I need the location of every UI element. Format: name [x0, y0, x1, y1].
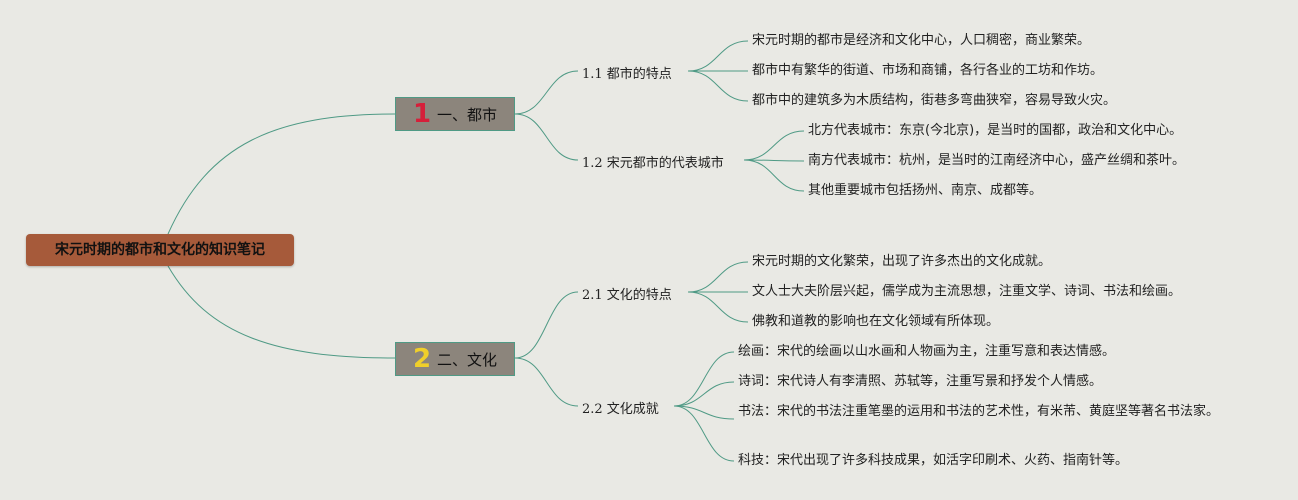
- link-s21-leaf-3: [687, 291, 749, 323]
- subtopic-culture-achievements[interactable]: 2.2 文化成就: [582, 402, 659, 417]
- branch-cities[interactable]: 1 一、都市: [395, 97, 515, 131]
- branch-title-culture: 二、文化: [437, 350, 498, 369]
- link-branch2-sub1: [514, 291, 579, 359]
- leaf-2-2-2[interactable]: 诗词：宋代诗人有李清照、苏轼等，注重写景和抒发个人情感。: [738, 374, 1103, 389]
- branch-number-2: 2: [412, 344, 432, 374]
- branch-title-cities: 一、都市: [437, 105, 498, 124]
- subtopic-representative-cities[interactable]: 1.2 宋元都市的代表城市: [582, 156, 724, 171]
- leaf-1-2-3[interactable]: 其他重要城市包括扬州、南京、成都等。: [808, 183, 1043, 198]
- subtopic-culture-features[interactable]: 2.1 文化的特点: [582, 288, 672, 303]
- link-s22-leaf-1: [673, 351, 735, 407]
- link-root-branch-1: [167, 113, 396, 235]
- leaf-2-2-3[interactable]: 书法：宋代的书法注重笔墨的运用和书法的艺术性，有米芾、黄庭坚等著名书法家。: [738, 404, 1220, 419]
- leaf-1-2-2[interactable]: 南方代表城市：杭州，是当时的江南经济中心，盛产丝绸和茶叶。: [808, 153, 1186, 168]
- leaf-1-1-1[interactable]: 宋元时期的都市是经济和文化中心，人口稠密，商业繁荣。: [752, 33, 1091, 48]
- branch-number-1: 1: [412, 99, 432, 129]
- link-s22-leaf-2: [673, 381, 735, 407]
- leaf-2-1-2[interactable]: 文人士大夫阶层兴起，儒学成为主流思想，注重文学、诗词、书法和绘画。: [752, 284, 1182, 299]
- link-s12-leaf-2: [743, 159, 805, 162]
- link-s12-leaf-3: [743, 159, 805, 192]
- subtopic-city-features[interactable]: 1.1 都市的特点: [582, 67, 672, 82]
- leaf-2-1-3[interactable]: 佛教和道教的影响也在文化领域有所体现。: [752, 314, 1000, 329]
- leaf-1-1-3[interactable]: 都市中的建筑多为木质结构，街巷多弯曲狭窄，容易导致火灾。: [752, 93, 1117, 108]
- leaf-1-2-1[interactable]: 北方代表城市：东京(今北京)，是当时的国都，政治和文化中心。: [808, 123, 1183, 138]
- root-topic[interactable]: 宋元时期的都市和文化的知识笔记: [26, 234, 294, 266]
- leaf-2-2-4[interactable]: 科技：宋代出现了许多科技成果，如活字印刷术、火药、指南针等。: [738, 453, 1129, 468]
- leaf-1-1-2[interactable]: 都市中有繁华的街道、市场和商铺，各行各业的工坊和作坊。: [752, 63, 1104, 78]
- leaf-2-2-1[interactable]: 绘画：宋代的绘画以山水画和人物画为主，注重写意和表达情感。: [738, 344, 1116, 359]
- branch-culture[interactable]: 2 二、文化: [395, 342, 515, 376]
- link-s22-leaf-4: [673, 405, 735, 462]
- link-root-branch-2: [167, 265, 396, 359]
- link-s11-leaf-1: [687, 40, 749, 72]
- leaf-2-1-1[interactable]: 宋元时期的文化繁荣，出现了许多杰出的文化成就。: [752, 254, 1052, 269]
- link-s21-leaf-1: [687, 261, 749, 293]
- link-branch2-sub2: [514, 357, 579, 407]
- link-s11-leaf-3: [687, 70, 749, 102]
- link-branch1-sub1: [514, 70, 579, 115]
- link-s22-leaf-3: [673, 405, 735, 420]
- link-s12-leaf-1: [743, 130, 805, 161]
- link-branch1-sub2: [514, 113, 579, 161]
